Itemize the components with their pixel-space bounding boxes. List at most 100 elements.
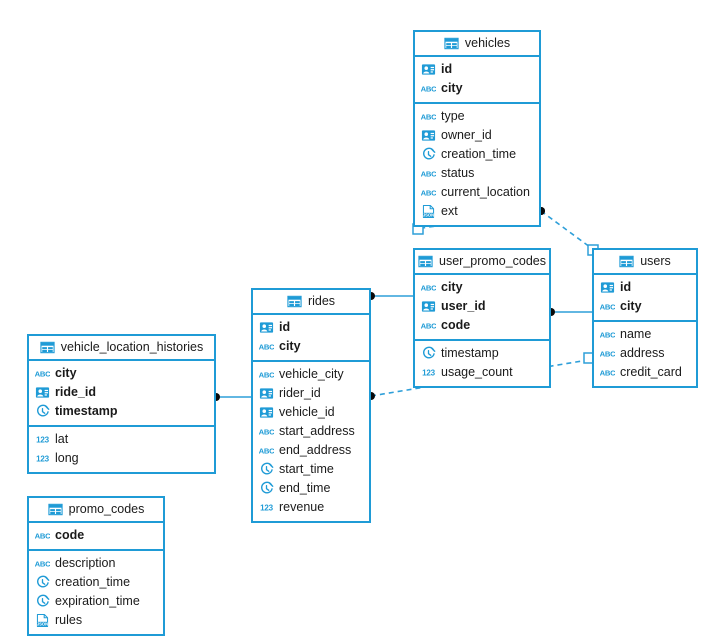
column-name-promo_codes-expiration_time: expiration_time: [55, 594, 140, 609]
column-row-users-name[interactable]: ABC name: [594, 325, 696, 344]
table-header-promo_codes[interactable]: promo_codes: [29, 498, 163, 523]
column-row-rides-id[interactable]: id: [253, 318, 369, 337]
svg-text:ABC: ABC: [35, 531, 50, 540]
svg-text:ABC: ABC: [35, 369, 50, 378]
abc-string-icon: ABC: [421, 166, 436, 181]
uuid-key-icon: [35, 385, 50, 400]
column-row-rides-vehicle_id[interactable]: vehicle_id: [253, 403, 369, 422]
column-row-vehicles-creation_time[interactable]: creation_time: [415, 145, 539, 164]
relationship-rides-to-user_promo_codes[interactable]: [367, 292, 413, 300]
column-row-user_promo_codes-timestamp[interactable]: timestamp: [415, 344, 549, 363]
column-row-vehicle_location_histories-long[interactable]: 123 long: [29, 449, 214, 468]
table-header-rides[interactable]: rides: [253, 290, 369, 315]
123-number-icon: 123: [35, 451, 50, 466]
column-row-user_promo_codes-code[interactable]: ABC code: [415, 316, 549, 335]
column-name-users-credit_card: credit_card: [620, 365, 682, 380]
column-row-promo_codes-expiration_time[interactable]: expiration_time: [29, 592, 163, 611]
column-row-vehicle_location_histories-ride_id[interactable]: ride_id: [29, 383, 214, 402]
clock-timestamp-icon: [421, 346, 436, 361]
123-number-icon: 123: [35, 432, 50, 447]
table-header-users[interactable]: users: [594, 250, 696, 275]
abc-string-icon: ABC: [259, 367, 274, 382]
column-row-vehicle_location_histories-timestamp[interactable]: timestamp: [29, 402, 214, 421]
column-name-promo_codes-creation_time: creation_time: [55, 575, 131, 590]
column-row-promo_codes-creation_time[interactable]: creation_time: [29, 573, 163, 592]
column-name-rides-end_address: end_address: [279, 443, 352, 458]
table-title-users: users: [640, 254, 671, 269]
column-row-rides-rider_id[interactable]: rider_id: [253, 384, 369, 403]
column-row-vehicles-status[interactable]: ABC status: [415, 164, 539, 183]
svg-text:ABC: ABC: [259, 446, 274, 455]
svg-text:ABC: ABC: [600, 349, 615, 358]
table-icon: [40, 340, 55, 355]
column-row-users-id[interactable]: id: [594, 278, 696, 297]
column-name-rides-end_time: end_time: [279, 481, 331, 496]
column-row-rides-start_time[interactable]: start_time: [253, 460, 369, 479]
table-icon: [619, 254, 634, 269]
table-header-vehicle_location_histories[interactable]: vehicle_location_histories: [29, 336, 214, 361]
table-header-user_promo_codes[interactable]: user_promo_codes: [415, 250, 549, 275]
svg-text:123: 123: [422, 369, 436, 378]
column-name-user_promo_codes-code: code: [441, 318, 471, 333]
column-name-promo_codes-description: description: [55, 556, 116, 571]
table-icon: [48, 502, 63, 517]
abc-string-icon: ABC: [600, 365, 615, 380]
abc-string-icon: ABC: [421, 109, 436, 124]
column-name-users-id: id: [620, 280, 632, 295]
column-name-user_promo_codes-city: city: [441, 280, 463, 295]
column-row-vehicles-id[interactable]: id: [415, 60, 539, 79]
svg-text:ABC: ABC: [421, 112, 436, 121]
123-number-icon: 123: [259, 500, 274, 515]
svg-text:JSON: JSON: [37, 622, 48, 627]
table-icon: [287, 294, 302, 309]
column-row-users-credit_card[interactable]: ABC credit_card: [594, 363, 696, 382]
relationship-user_promo_codes-to-users[interactable]: [547, 308, 592, 316]
column-name-vehicle_location_histories-long: long: [55, 451, 79, 466]
abc-string-icon: ABC: [259, 424, 274, 439]
column-row-rides-end_time[interactable]: end_time: [253, 479, 369, 498]
table-title-vehicle_location_histories: vehicle_location_histories: [60, 340, 204, 355]
svg-text:ABC: ABC: [421, 84, 436, 93]
relationship-rides-to-vehicle_location_histories[interactable]: [212, 393, 251, 401]
column-row-rides-end_address[interactable]: ABC end_address: [253, 441, 369, 460]
column-name-vehicles-current_location: current_location: [441, 185, 530, 200]
svg-text:ABC: ABC: [600, 302, 615, 311]
uuid-key-icon: [259, 386, 274, 401]
column-name-users-name: name: [620, 327, 652, 342]
uuid-key-icon: [421, 62, 436, 77]
table-title-vehicles: vehicles: [464, 36, 511, 51]
table-icon: [418, 254, 433, 269]
column-name-vehicles-ext: ext: [441, 204, 458, 219]
column-name-vehicles-status: status: [441, 166, 475, 181]
table-header-vehicles[interactable]: vehicles: [415, 32, 539, 57]
svg-text:ABC: ABC: [421, 321, 436, 330]
column-name-vehicle_location_histories-timestamp: timestamp: [55, 404, 118, 419]
column-row-user_promo_codes-user_id[interactable]: user_id: [415, 297, 549, 316]
column-row-vehicles-owner_id[interactable]: owner_id: [415, 126, 539, 145]
uuid-key-icon: [600, 280, 615, 295]
abc-string-icon: ABC: [600, 327, 615, 342]
